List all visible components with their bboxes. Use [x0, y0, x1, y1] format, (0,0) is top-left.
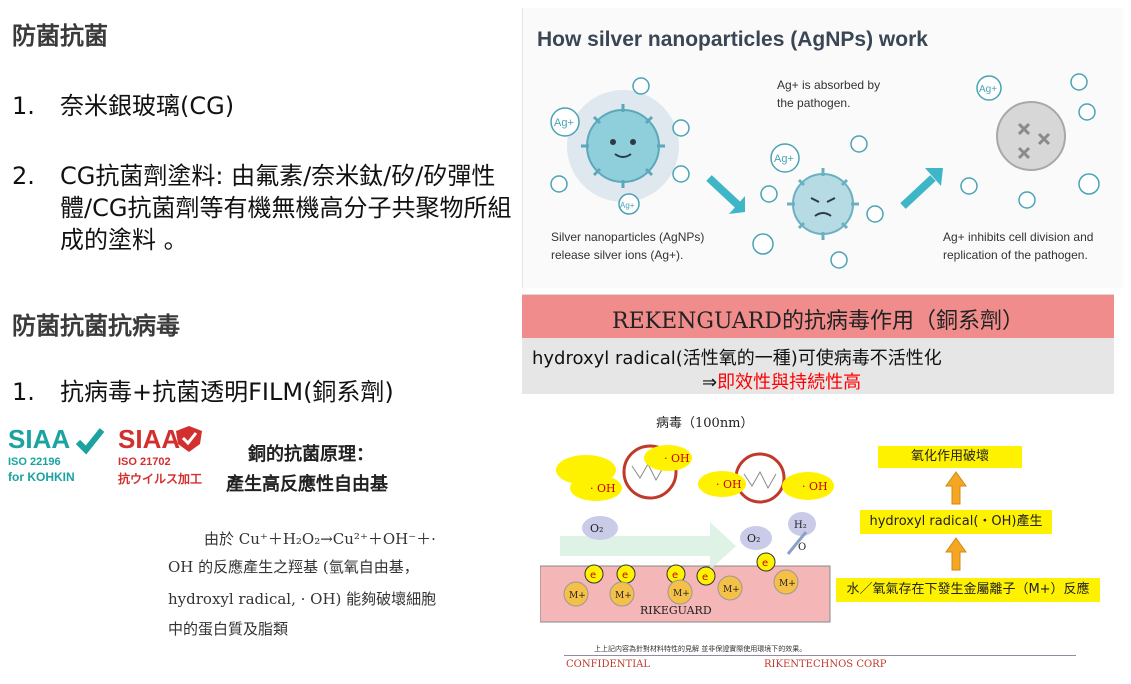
- copper-title: 銅的抗菌原理：: [248, 444, 374, 465]
- corp-label: RIKENTECHNOS CORP: [764, 659, 887, 670]
- footnote: 上上記内容為針對材料特性的見解 並非保證實際使用環境下的效果。: [594, 645, 807, 653]
- step-radical: hydroxyl radical(・OH)產生: [860, 510, 1052, 534]
- banner-title: REKENGUARD的抗病毒作用（銅系劑）: [612, 309, 1024, 334]
- confidential-label: CONFIDENTIAL: [566, 659, 651, 670]
- list-text: CG抗菌劑塗料: 由氟素/奈米鈦/矽/矽彈性體/CG抗菌劑等有機無機高分子共聚物…: [60, 162, 512, 254]
- svg-text:Ag+: Ag+: [620, 201, 635, 210]
- svg-text:· OH: · OH: [716, 478, 742, 491]
- shield-icon: [176, 426, 202, 452]
- svg-text:e: e: [762, 558, 768, 569]
- checkmark-icon: [75, 428, 104, 455]
- arrow-icon: [706, 175, 742, 209]
- absorbed-caption: Ag+ is absorbed by the pathogen.: [777, 78, 881, 110]
- copper-desc-line: hydroxyl radical, · OH) 能夠破壞細胞: [168, 590, 437, 608]
- svg-text:Ag+: Ag+: [979, 84, 997, 95]
- svg-text:e: e: [590, 570, 596, 581]
- list-item: 1. 抗病毒+抗菌透明FILM(銅系劑): [12, 376, 492, 408]
- svg-text:· OH: · OH: [664, 452, 690, 465]
- svg-text:O: O: [798, 542, 806, 553]
- svg-text:O₂: O₂: [590, 522, 603, 535]
- svg-text:H₂: H₂: [794, 520, 807, 531]
- agnp-diagram: How silver nanoparticles (AgNPs) work Ag…: [522, 8, 1123, 288]
- siaa-antiviral-logo: SIAA ISO 21702 抗ウイルス加工: [118, 424, 218, 494]
- list-item: 2. CG抗菌劑塗料: 由氟素/奈米鈦/矽/矽彈性體/CG抗菌劑等有機無機高分子…: [12, 160, 512, 260]
- highlight-text: 即效性與持続性高: [717, 372, 862, 393]
- svg-text:M+: M+: [615, 591, 632, 601]
- copper-desc-line: 由於 Cu⁺＋H₂O₂→Cu²⁺＋OH⁻＋·: [204, 530, 436, 548]
- heading-antibacterial: 防菌抗菌: [12, 22, 108, 50]
- heading-antiviral: 防菌抗菌抗病毒: [12, 312, 180, 340]
- summary-line-2: ⇒即效性與持続性高: [702, 368, 861, 394]
- agnp-title: How silver nanoparticles (AgNPs) work: [537, 28, 928, 51]
- svg-text:e: e: [622, 570, 628, 581]
- logo-line: for KOHKIN: [8, 470, 75, 484]
- svg-text:M+: M+: [673, 589, 690, 599]
- svg-text:e: e: [672, 570, 678, 581]
- svg-text:Ag+: Ag+: [774, 153, 794, 165]
- svg-text:· OH: · OH: [590, 482, 616, 495]
- copper-subtitle: 產生高反應性自由基: [226, 474, 388, 495]
- up-arrow-icon: [945, 471, 967, 505]
- list-text: 抗病毒+抗菌透明FILM(銅系劑): [60, 378, 394, 406]
- mechanism-diagram: 病毒（100nm） · OH · OH · OH · OH O₂ O₂ H₂ O: [540, 404, 840, 640]
- copper-desc-line: 中的蛋白質及脂類: [168, 620, 289, 638]
- agnp-illustration: Ag+ Ag+ Ag+: [550, 73, 1100, 269]
- svg-text:M+: M+: [569, 591, 586, 601]
- list-number: 1.: [12, 92, 35, 120]
- ion-label: Ag+: [554, 117, 574, 129]
- svg-text:e: e: [702, 572, 708, 583]
- svg-text:M+: M+: [723, 585, 740, 595]
- step-oxidation: 氧化作用破壞: [878, 446, 1022, 468]
- rekenguard-banner: REKENGUARD的抗病毒作用（銅系劑）: [522, 294, 1114, 339]
- logo-text: SIAA: [8, 424, 71, 454]
- svg-text:M+: M+: [779, 579, 796, 589]
- step-metal-ion: 水／氧氣存在下發生金屬離子（M+）反應: [836, 578, 1100, 602]
- logo-line: 抗ウイルス加工: [118, 472, 203, 486]
- virus-label: 病毒（100nm）: [656, 416, 754, 431]
- rekenguard-summary: hydroxyl radical(活性氧的一種)可使病毒不活性化 ⇒即效性與持続…: [522, 338, 1114, 394]
- svg-text:· OH: · OH: [802, 480, 828, 493]
- logo-line: ISO 21702: [118, 456, 171, 468]
- mechanism-illustration: · OH · OH · OH · OH O₂ O₂ H₂ O M+ M+ M+ …: [540, 444, 834, 623]
- logo-line: ISO 22196: [8, 456, 61, 468]
- layer-label: RIKEGUARD: [640, 604, 712, 617]
- list-number: 1.: [12, 378, 35, 406]
- logo-text: SIAA: [118, 424, 181, 454]
- list-text: 奈米銀玻璃(CG): [60, 92, 235, 120]
- svg-text:O₂: O₂: [747, 532, 760, 545]
- footer-divider: [564, 655, 1076, 656]
- arrow-prefix: ⇒: [702, 372, 718, 393]
- list-number: 2.: [12, 162, 35, 190]
- list-item: 1. 奈米銀玻璃(CG): [12, 90, 492, 122]
- arrow-icon: [900, 175, 936, 209]
- inhibit-caption: Ag+ inhibits cell division and replicati…: [943, 230, 1094, 262]
- summary-line: hydroxyl radical(活性氧的一種)可使病毒不活性化: [532, 348, 942, 369]
- copper-desc-line: OH 的反應產生之羥基 (氫氧自由基，: [168, 558, 419, 576]
- release-caption: Silver nanoparticles (AgNPs) release sil…: [551, 230, 705, 262]
- siaa-kohkin-logo: SIAA ISO 22196 for KOHKIN: [8, 424, 108, 494]
- up-arrow-icon: [945, 537, 967, 571]
